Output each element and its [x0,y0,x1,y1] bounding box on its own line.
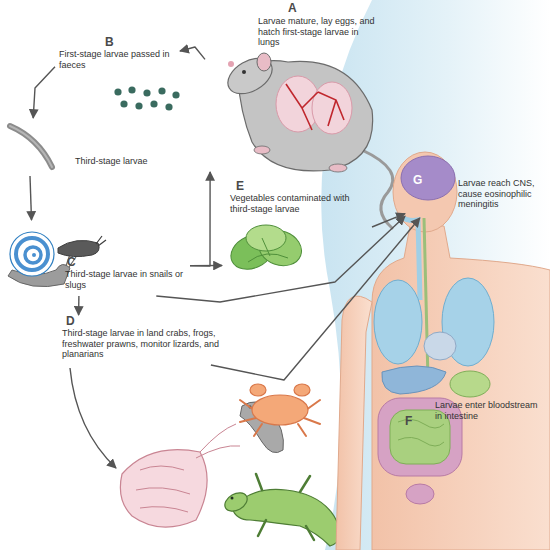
stage-caption: Third-stage larvae in snails or slugs [65,269,189,290]
prawn-antennae [196,424,240,458]
faeces-dot [172,91,179,98]
faeces-dot [150,100,157,107]
oesophagus [424,218,428,380]
slug [58,240,99,256]
stage-caption: Third-stage larvae in land crabs, frogs,… [62,328,245,360]
faeces-dot [135,102,142,109]
faeces-dot [143,89,150,96]
snail-shell [10,232,54,276]
human-heart [424,332,456,360]
faeces-dot [165,103,172,110]
stage-box: BFirst-stage larvae passed in faeces [55,36,180,116]
rat-foot [329,164,347,172]
prawn [120,450,207,527]
stage-letter: F [405,415,412,428]
cycle-arrow [211,218,420,380]
intestine-coils [398,419,444,446]
leaf-vein [248,238,288,262]
rat-foot [254,146,270,154]
shell-stripe [16,238,48,270]
faeces-dot [114,88,121,95]
lizard-legs [256,474,314,540]
human-liver [382,366,446,394]
cycle-arrow [78,296,80,315]
stage-caption: Larvae mature, lay eggs, and hatch first… [258,16,380,48]
crab-claw [294,384,310,396]
stage-box: F Larvae enter bloodstream in intestine [405,400,545,450]
cycle-arrow [372,214,405,227]
faeces-dot [120,100,127,107]
human-bladder [406,484,434,504]
cycle-arrow [180,47,205,59]
rat-nose [228,61,234,67]
lizard-head [222,489,251,515]
human-brain [401,156,455,200]
stage-caption: Larvae reach CNS, cause eosinophilic men… [458,178,546,210]
shell-centre [32,253,36,257]
slug-tentacles [96,236,106,246]
stage-caption: Larvae enter bloodstream in intestine [435,400,543,421]
lizard-eye [231,497,234,500]
lung-vessels [286,84,344,130]
faeces-dot [158,87,165,94]
stage-box: Third-stage larvae [5,118,165,176]
stage-caption: Vegetables contaminated with third-stage… [230,193,370,214]
stage-box: CThird-stage larvae in snails or slugs [5,220,190,296]
stage-box: ALarvae mature, lay eggs, and hatch firs… [205,2,377,172]
crab-claw [250,384,266,396]
stage-letter: E [236,180,244,193]
human-lung [374,280,422,364]
cycle-arrow [190,172,210,266]
prawn-segments [136,466,190,512]
stage-box: G Larvae reach CNS, cause eosinophilic me… [405,168,546,218]
rat-tail [362,150,393,228]
human-torso [372,226,550,550]
shell-stripe [25,247,41,263]
stage-letter: B [105,36,114,49]
larva-worm [10,126,52,167]
stage-caption: First-stage larvae passed in faeces [59,49,179,70]
stage-box: EVegetables contaminated with third-stag… [222,180,372,275]
stage-letter: A [288,2,297,15]
stage-caption: Third-stage larvae [75,156,165,167]
host-arrow [70,368,116,468]
cycle-arrow [156,216,405,302]
lizard-body [232,489,340,546]
rat-head [222,51,279,101]
cycle-arrow [190,265,222,267]
rat-eye [242,70,246,74]
human-arm [336,296,372,550]
rat-ear [257,53,271,71]
stage-letter: C [67,256,76,269]
larva-highlight [10,126,52,167]
stage-letter: G [413,174,422,187]
rat-lung [312,82,352,134]
human-stomach [450,371,490,397]
cycle-arrow [33,67,55,118]
faeces-dot [128,86,135,93]
crab-body [252,395,308,425]
cycle-arrow [30,176,32,220]
stage-box: DThird-stage larvae in land crabs, frogs… [60,315,245,365]
stage-letter: D [66,315,75,328]
